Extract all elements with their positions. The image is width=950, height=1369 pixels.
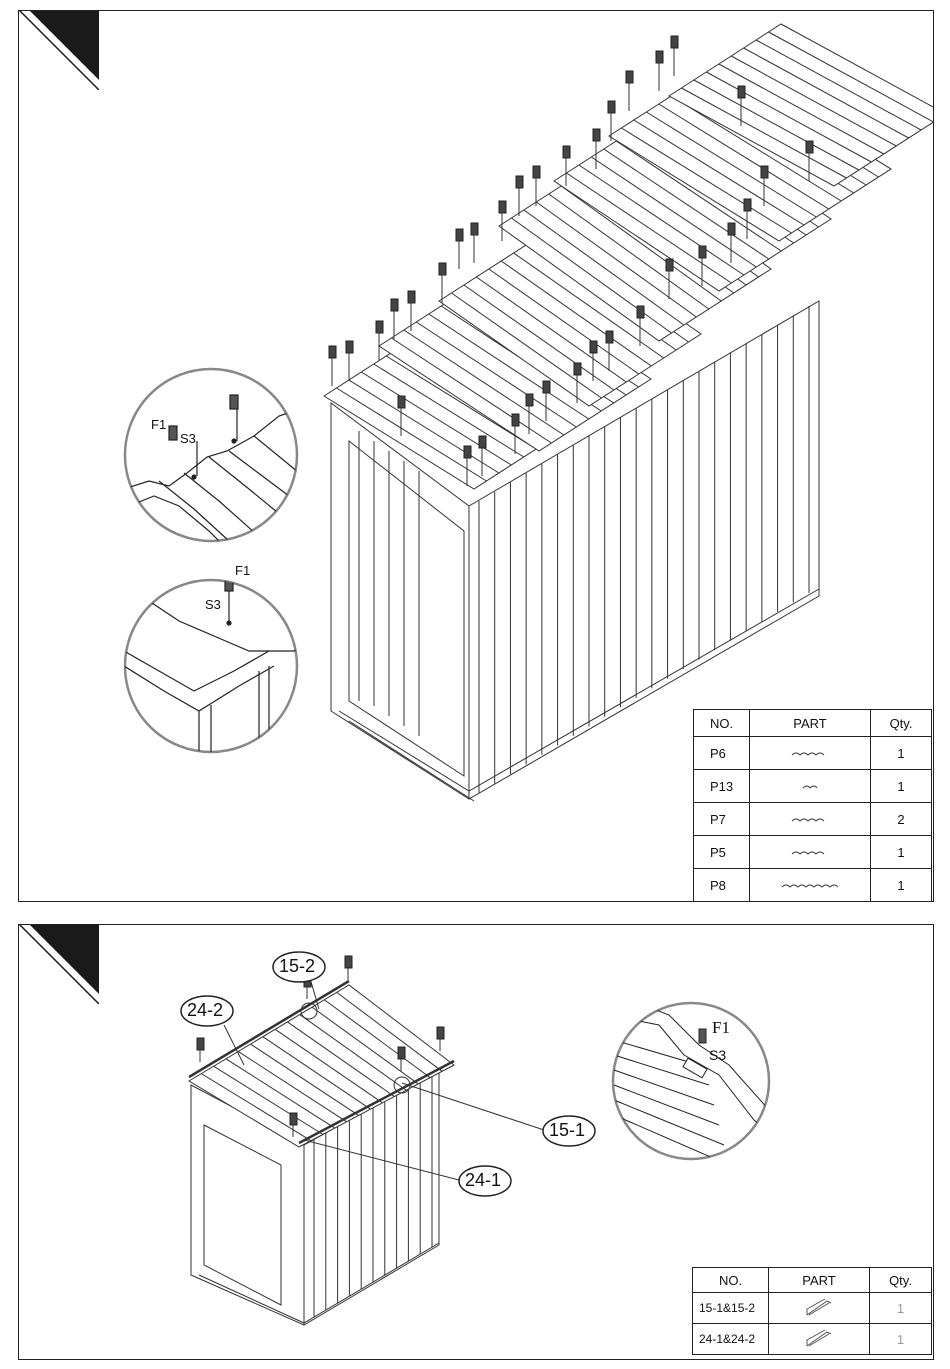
header-no: NO.	[693, 1268, 769, 1293]
ridge-cap-icon	[805, 1297, 833, 1317]
parts-table-step-2: NO. PART Qty. 15-1&15-2 1 24-1&24-2 1	[692, 1267, 932, 1355]
part-number: P6	[694, 737, 750, 770]
part-number: P13	[694, 770, 750, 803]
table-header-row: NO. PART Qty.	[694, 710, 932, 737]
detail-circle-top	[124, 369, 309, 559]
part-icon	[750, 869, 871, 902]
table-row: P5 1	[694, 836, 932, 869]
table-row: P13 1	[694, 770, 932, 803]
parts-table-step-1: NO. PART Qty. P6 1 P13 1 P7 2 P5	[693, 709, 932, 902]
step-2-panel: 15-2 24-2 15-1 24-1 F1 S3 NO. PART Qty. …	[18, 924, 934, 1360]
table-row: P6 1	[694, 737, 932, 770]
detail-circle-ridge	[613, 1003, 779, 1165]
roof-panel-p13-icon	[802, 783, 818, 791]
roof-panel-p8-icon	[780, 882, 840, 890]
part-qty: 1	[870, 1324, 932, 1355]
callout-24-1: 24-1	[465, 1170, 501, 1191]
part-icon	[769, 1324, 870, 1355]
part-icon	[750, 737, 871, 770]
part-number: P7	[694, 803, 750, 836]
part-icon	[769, 1293, 870, 1324]
table-row: P7 2	[694, 803, 932, 836]
roof-panel-p5-icon	[790, 849, 830, 857]
detail-top-fastener-label: F1	[151, 417, 166, 432]
part-qty: 1	[871, 869, 932, 902]
header-qty: Qty.	[870, 1268, 932, 1293]
part-number: 24-1&24-2	[693, 1324, 769, 1355]
part-qty: 1	[871, 770, 932, 803]
part-qty: 1	[871, 836, 932, 869]
detail-screw-label: S3	[709, 1047, 726, 1063]
callout-24-2: 24-2	[187, 1000, 223, 1021]
part-qty: 1	[870, 1293, 932, 1324]
part-number: 15-1&15-2	[693, 1293, 769, 1324]
header-qty: Qty.	[871, 710, 932, 737]
callout-15-2: 15-2	[279, 956, 315, 977]
step-1-panel: F1 S3 F1 S3 NO. PART Qty. P6 1 P13 1 P7	[18, 10, 934, 902]
table-row: P8 1	[694, 869, 932, 902]
part-number: P5	[694, 836, 750, 869]
part-number: P8	[694, 869, 750, 902]
part-icon	[750, 770, 871, 803]
part-icon	[750, 803, 871, 836]
callout-15-1: 15-1	[549, 1120, 585, 1141]
part-icon	[750, 836, 871, 869]
header-part: PART	[750, 710, 871, 737]
ridge-cap-icon	[805, 1328, 833, 1348]
part-qty: 2	[871, 803, 932, 836]
roof-panel-p6-icon	[790, 750, 830, 758]
table-row: 24-1&24-2 1	[693, 1324, 932, 1355]
detail-fastener-label: F1	[712, 1018, 730, 1038]
roof-panel-p7-icon	[790, 816, 830, 824]
detail-bottom-fastener-label: F1	[235, 563, 250, 578]
detail-top-screw-label: S3	[180, 431, 196, 446]
table-header-row: NO. PART Qty.	[693, 1268, 932, 1293]
part-qty: 1	[871, 737, 932, 770]
table-row: 15-1&15-2 1	[693, 1293, 932, 1324]
detail-bottom-screw-label: S3	[205, 597, 221, 612]
header-no: NO.	[694, 710, 750, 737]
header-part: PART	[769, 1268, 870, 1293]
